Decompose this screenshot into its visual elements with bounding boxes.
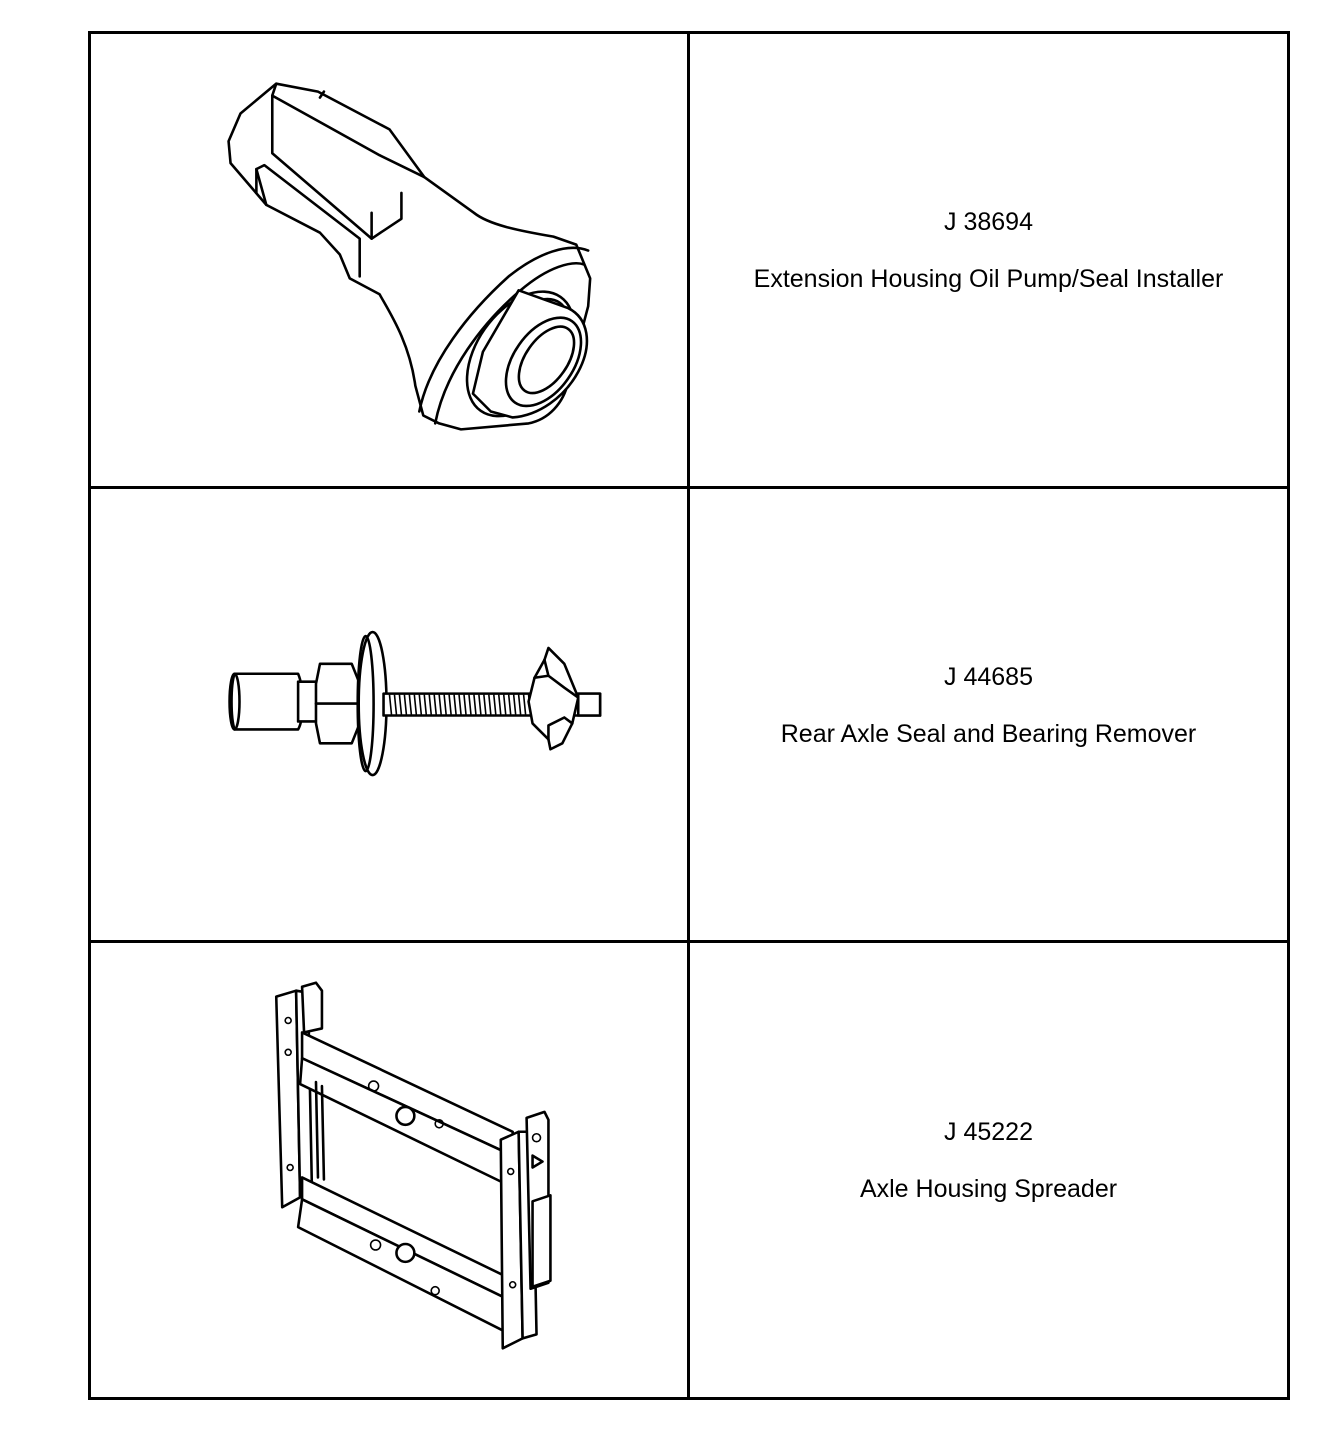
- tool-description-cell: J 44685 Rear Axle Seal and Bearing Remov…: [690, 489, 1287, 943]
- thread-line: [473, 694, 477, 715]
- thread-line: [468, 694, 472, 715]
- thread-line: [493, 694, 497, 715]
- tool-name: Rear Axle Seal and Bearing Remover: [780, 719, 1197, 748]
- thread-line: [423, 694, 428, 715]
- thread-line: [463, 694, 467, 715]
- tool-name: Axle Housing Spreader: [859, 1175, 1118, 1203]
- thread-line: [393, 694, 398, 715]
- thread-line: [517, 694, 522, 715]
- thread-line: [512, 694, 517, 715]
- thread-line: [507, 694, 512, 715]
- seal-installer-illustration-icon: [227, 82, 592, 431]
- thread-line: [443, 694, 447, 715]
- thread-line: [453, 694, 457, 715]
- thread-line: [522, 694, 527, 715]
- thread-line: [458, 694, 462, 715]
- thread-line: [483, 694, 487, 715]
- thread-line: [428, 694, 433, 715]
- thread-line: [388, 694, 393, 715]
- tool-illustration-cell: [91, 489, 690, 943]
- thread-line: [488, 694, 492, 715]
- thread-line: [403, 694, 408, 715]
- tool-table: J 38694 Extension Housing Oil Pump/Seal …: [88, 31, 1290, 1400]
- tool-name: Extension Housing Oil Pump/Seal Installe…: [753, 265, 1224, 293]
- thread-line: [433, 694, 437, 715]
- thread-line: [408, 694, 413, 715]
- thread-line: [502, 694, 507, 715]
- tool-number: J 38694: [944, 208, 1033, 236]
- thread-line: [478, 694, 482, 715]
- tool-illustration-cell: [91, 943, 690, 1397]
- thread-line: [418, 694, 423, 715]
- thread-line: [497, 694, 502, 715]
- thread-line: [438, 694, 442, 715]
- housing-spreader-illustration-icon: [274, 981, 552, 1350]
- tool-description-cell: J 45222 Axle Housing Spreader: [690, 943, 1287, 1397]
- tool-illustration-cell: [91, 34, 690, 489]
- seal-bearing-remover-illustration-icon: [228, 630, 602, 777]
- tool-number: J 45222: [944, 1118, 1033, 1146]
- thread-line: [448, 694, 452, 715]
- tool-description-cell: J 38694 Extension Housing Oil Pump/Seal …: [690, 34, 1287, 489]
- thread-line: [413, 694, 418, 715]
- thread-line: [398, 694, 403, 715]
- tool-number: J 44685: [944, 662, 1033, 691]
